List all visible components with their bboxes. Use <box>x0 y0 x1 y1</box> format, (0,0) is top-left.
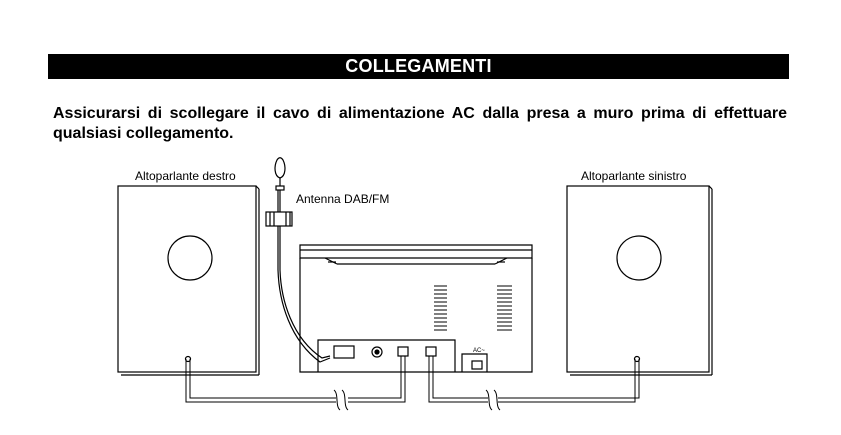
rear-panel <box>317 339 456 372</box>
antenna-label: Antenna DAB/FM <box>296 192 389 206</box>
left-speaker-label: Altoparlante sinistro <box>581 169 687 183</box>
speaker-cable-right <box>185 356 406 411</box>
section-title-banner: COLLEGAMENTI <box>48 54 789 79</box>
vent-right <box>497 285 512 331</box>
instruction-text: Assicurarsi di scollegare il cavo di ali… <box>53 105 787 142</box>
right-speaker-woofer <box>167 235 213 281</box>
antenna-dab-fm <box>265 157 331 363</box>
speaker-cable-left <box>428 356 640 411</box>
ac-socket-panel <box>461 353 488 372</box>
speaker-out-left <box>425 346 437 357</box>
section-title: COLLEGAMENTI <box>345 56 492 76</box>
right-speaker <box>117 185 260 376</box>
ac-label: AC~ <box>473 348 485 354</box>
vent-left <box>434 285 447 331</box>
headphone-jack <box>371 346 383 358</box>
right-speaker-label: Altoparlante destro <box>135 169 236 183</box>
speaker-out-right <box>397 346 409 357</box>
ac-input <box>471 360 483 370</box>
antenna-socket <box>333 345 355 359</box>
left-speaker-woofer <box>616 235 662 281</box>
main-unit <box>299 244 533 373</box>
left-speaker <box>566 185 713 376</box>
